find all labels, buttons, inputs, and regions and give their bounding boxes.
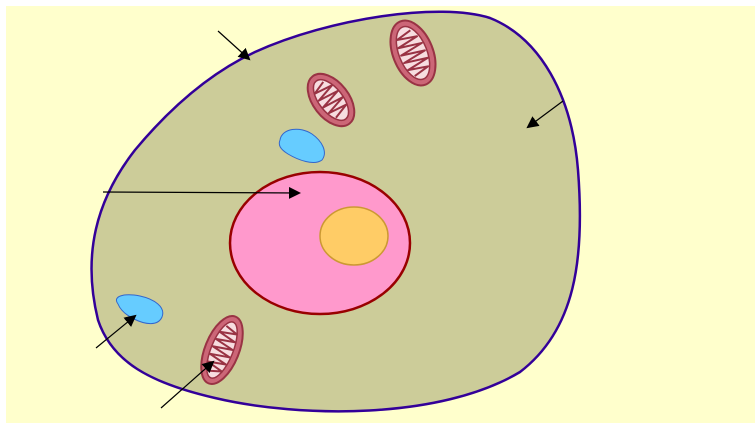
nucleolus	[320, 207, 388, 265]
